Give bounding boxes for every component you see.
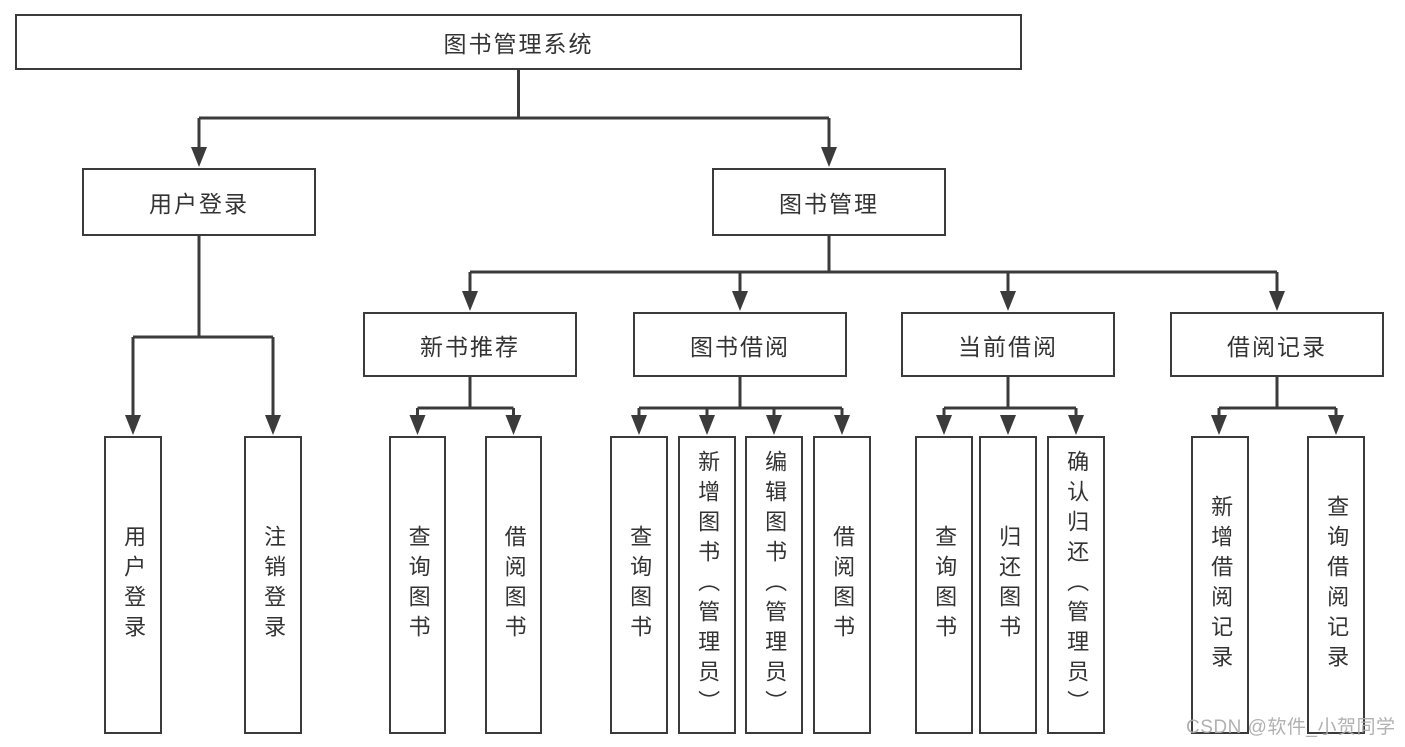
arrow-down-icon bbox=[631, 415, 647, 435]
arrow-down-icon bbox=[732, 291, 748, 311]
node-current-borrow: 当前借阅 bbox=[901, 312, 1115, 377]
arrow-down-icon bbox=[462, 291, 478, 311]
connector-book-borrow bbox=[631, 377, 850, 435]
node-user-login: 用户登录 bbox=[82, 168, 316, 236]
connector-root bbox=[191, 70, 837, 167]
node-current-borrow-label: 当前借阅 bbox=[958, 333, 1058, 360]
leaf-confirm-return-admin-label: 确认归还（管理员） bbox=[1064, 450, 1090, 720]
arrow-down-icon bbox=[505, 415, 522, 435]
leaf-edit-books-admin: 编辑图书（管理员） bbox=[745, 436, 803, 734]
arrow-down-icon bbox=[191, 147, 207, 167]
leaf-borrow-query-books: 查询图书 bbox=[610, 436, 668, 734]
arrow-down-icon bbox=[1328, 415, 1344, 435]
connector-user-login bbox=[125, 236, 281, 435]
leaf-current-query-books: 查询图书 bbox=[915, 436, 973, 734]
leaf-add-borrow-record-label: 新增借阅记录 bbox=[1208, 495, 1234, 675]
connector-borrow-records bbox=[1211, 377, 1344, 435]
arrow-down-icon bbox=[1211, 415, 1227, 435]
arrow-down-icon bbox=[125, 415, 141, 435]
leaf-user-login-label: 用户登录 bbox=[121, 525, 147, 645]
arrow-down-icon bbox=[1000, 415, 1016, 435]
node-root-system-label: 图书管理系统 bbox=[443, 31, 594, 57]
leaf-recommend-query-books-label: 查询图书 bbox=[405, 525, 431, 645]
leaf-recommend-borrow-books-label: 借阅图书 bbox=[501, 525, 527, 645]
connector-root-line bbox=[197, 70, 831, 152]
arrow-down-icon bbox=[1068, 415, 1084, 435]
arrow-down-icon bbox=[766, 415, 782, 435]
node-book-management: 图书管理 bbox=[712, 168, 946, 236]
node-book-management-label: 图书管理 bbox=[779, 191, 879, 217]
connector-current-borrow bbox=[936, 377, 1084, 435]
connector-new-book-recommend-line bbox=[416, 377, 515, 424]
node-new-book-recommend-label: 新书推荐 bbox=[420, 333, 520, 360]
connector-borrow-records-line bbox=[1217, 377, 1338, 424]
node-book-borrow-label: 图书借阅 bbox=[690, 333, 790, 360]
node-book-borrow: 图书借阅 bbox=[633, 312, 847, 377]
watermark: CSDN @软件_小贺同学 bbox=[1186, 717, 1396, 738]
node-borrow-records-label: 借阅记录 bbox=[1227, 333, 1327, 360]
leaf-borrow-query-books-label: 查询图书 bbox=[627, 525, 653, 645]
arrow-down-icon bbox=[699, 415, 715, 435]
connector-current-borrow-line bbox=[942, 377, 1078, 424]
leaf-recommend-borrow-books: 借阅图书 bbox=[485, 436, 542, 734]
arrow-down-icon bbox=[1000, 291, 1016, 311]
connector-book-management-line bbox=[468, 236, 1279, 296]
arrow-down-icon bbox=[834, 415, 850, 435]
leaf-edit-books-admin-label: 编辑图书（管理员） bbox=[762, 450, 788, 720]
leaf-confirm-return-admin: 确认归还（管理员） bbox=[1047, 436, 1105, 734]
arrow-down-icon bbox=[821, 147, 837, 167]
leaf-user-login: 用户登录 bbox=[104, 436, 162, 734]
leaf-return-books: 归还图书 bbox=[979, 436, 1037, 734]
connector-book-borrow-line bbox=[637, 377, 844, 424]
node-new-book-recommend: 新书推荐 bbox=[363, 312, 577, 377]
connector-user-login-line bbox=[131, 236, 275, 424]
leaf-add-books-admin: 新增图书（管理员） bbox=[678, 436, 736, 734]
leaf-borrow-books-label: 借阅图书 bbox=[830, 525, 856, 645]
node-root-system: 图书管理系统 bbox=[15, 14, 1022, 70]
leaf-return-books-label: 归还图书 bbox=[996, 525, 1022, 645]
connector-new-book-recommend bbox=[409, 377, 522, 435]
node-borrow-records: 借阅记录 bbox=[1170, 312, 1384, 377]
leaf-logout-label: 注销登录 bbox=[261, 525, 287, 645]
arrow-down-icon bbox=[265, 415, 281, 435]
arrow-down-icon bbox=[1269, 291, 1285, 311]
leaf-add-borrow-record: 新增借阅记录 bbox=[1191, 436, 1249, 734]
arrow-down-icon bbox=[936, 415, 952, 435]
node-user-login-label: 用户登录 bbox=[149, 191, 249, 217]
leaf-recommend-query-books: 查询图书 bbox=[389, 436, 446, 734]
leaf-borrow-books: 借阅图书 bbox=[813, 436, 871, 734]
leaf-query-borrow-record-label: 查询借阅记录 bbox=[1324, 495, 1350, 675]
leaf-add-books-admin-label: 新增图书（管理员） bbox=[695, 450, 721, 720]
connector-book-management bbox=[462, 236, 1285, 311]
arrow-down-icon bbox=[409, 415, 426, 435]
leaf-query-borrow-record: 查询借阅记录 bbox=[1307, 436, 1365, 734]
leaf-current-query-books-label: 查询图书 bbox=[932, 525, 958, 645]
leaf-logout: 注销登录 bbox=[244, 436, 302, 734]
